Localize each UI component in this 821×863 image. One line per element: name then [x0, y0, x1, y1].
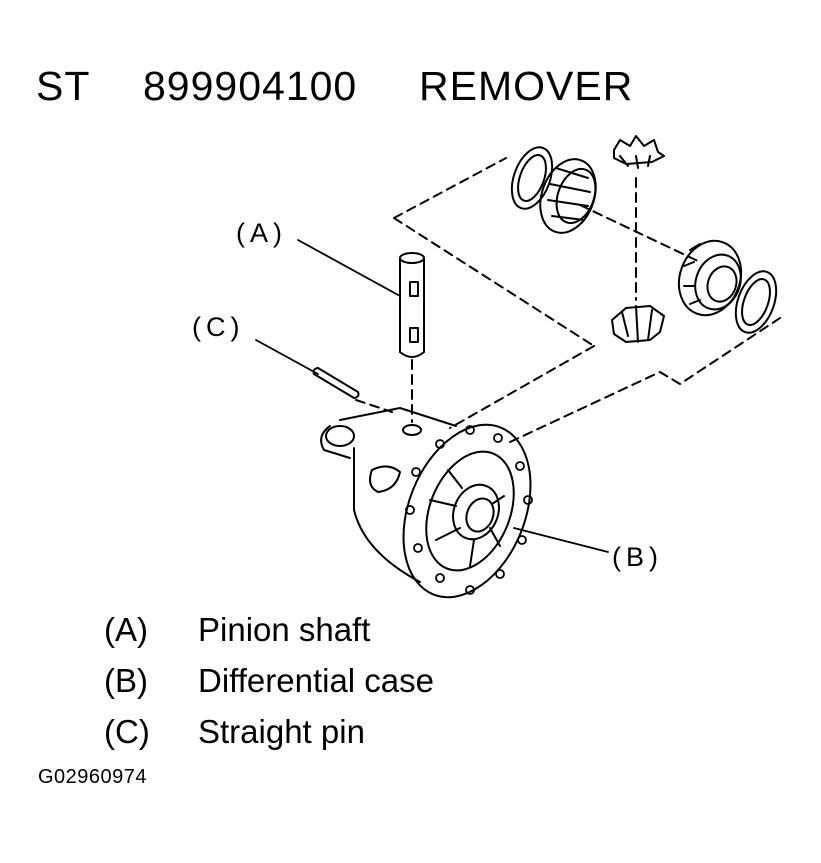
- legend-key: (B): [104, 661, 148, 699]
- straight-pin: [312, 367, 360, 399]
- legend-key: (C): [104, 712, 150, 750]
- side-gear-left: [510, 146, 597, 234]
- legend-label: Straight pin: [198, 712, 365, 750]
- legend: (A) Pinion shaft (B) Differential case (…: [104, 604, 434, 757]
- callout-a: (A): [236, 218, 287, 248]
- figure-code: G02960974: [38, 766, 148, 788]
- pinion-gear-top: [613, 135, 665, 169]
- legend-label: Pinion shaft: [198, 610, 371, 648]
- legend-item: (A) Pinion shaft: [104, 604, 434, 655]
- differential-case: [320, 407, 533, 599]
- callout-b: (B): [612, 542, 663, 572]
- side-gear-right: [677, 239, 778, 334]
- tool-name: REMOVER: [419, 63, 634, 109]
- legend-label: Differential case: [198, 661, 435, 699]
- legend-item: (C) Straight pin: [104, 706, 434, 757]
- pinion-gear-bottom: [611, 305, 665, 343]
- tool-number: 899904100: [143, 63, 358, 109]
- legend-key: (A): [104, 610, 148, 648]
- tool-prefix: ST: [36, 63, 91, 109]
- tool-title: ST 899904100 REMOVER: [36, 66, 633, 107]
- callout-c: (C): [192, 312, 244, 342]
- legend-item: (B) Differential case: [104, 655, 434, 706]
- leader-lines: [255, 239, 609, 553]
- pinion-shaft: [399, 252, 425, 358]
- exploded-bracket: [355, 157, 781, 443]
